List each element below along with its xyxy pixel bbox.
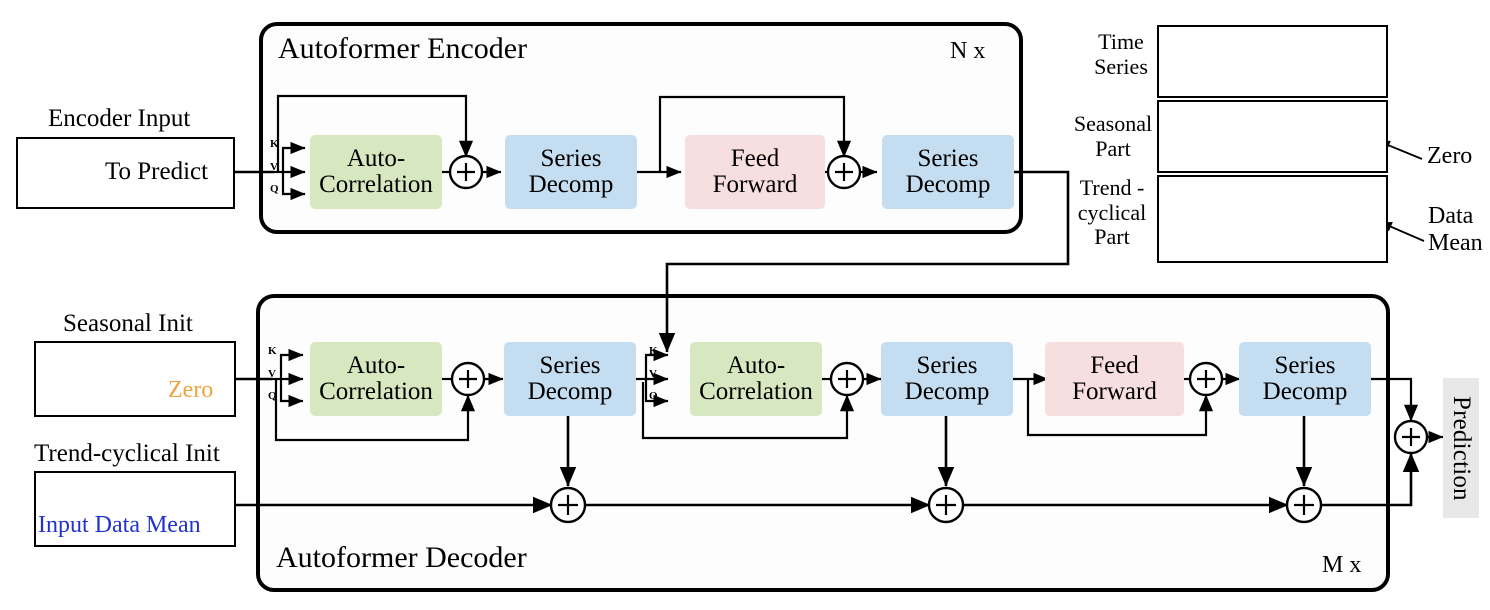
- data-mean-annotation: Data Mean: [1428, 203, 1490, 257]
- trend-init-mean-annotation: Input Data Mean: [38, 512, 201, 538]
- zero-annotation: Zero: [1427, 143, 1473, 169]
- panel-label-line-2: -cyclical: [1077, 175, 1147, 225]
- encoder-feed-forward-block[interactable]: Feed Forward: [685, 135, 825, 209]
- decoder-auto-correlation-block-1[interactable]: Auto- Correlation: [310, 342, 442, 416]
- decoder-add-3: [1188, 361, 1224, 397]
- block-label-line-2: Decomp: [527, 378, 613, 405]
- data-mean-line-1: Data: [1428, 203, 1474, 229]
- seasonal-part-panel-box: [1157, 100, 1388, 173]
- decoder-key-label-2: K: [649, 345, 658, 357]
- decoder-trend-add-1: [549, 486, 587, 524]
- block-label-line-2: Correlation: [699, 378, 813, 405]
- encoder-series-decomp-block-1[interactable]: Series Decomp: [505, 135, 637, 209]
- block-label-line-2: Decomp: [904, 378, 990, 405]
- decoder-series-decomp-block-2[interactable]: Series Decomp: [881, 342, 1013, 416]
- panel-label-line-2: Part: [1095, 135, 1131, 161]
- encoder-value-label: V: [270, 161, 279, 173]
- panel-label-line-1: Trend: [1079, 175, 1132, 200]
- trend-init-label: Trend-cyclical Init: [34, 440, 220, 467]
- decoder-query-label-1: Q: [268, 390, 277, 402]
- decoder-value-label-2: V: [649, 368, 658, 380]
- block-label-line-1: Auto-: [346, 144, 406, 172]
- encoder-add-1: [448, 154, 484, 190]
- decoder-series-decomp-block-3[interactable]: Series Decomp: [1239, 342, 1371, 416]
- decoder-title: Autoformer Decoder: [276, 541, 527, 574]
- encoder-key-label: K: [270, 138, 279, 150]
- block-label-line-2: Decomp: [1262, 378, 1348, 405]
- encoder-input-label: Encoder Input: [48, 105, 191, 132]
- block-label-line-2: Forward: [712, 171, 798, 198]
- panel-label-time-series: Time Series: [1086, 29, 1156, 79]
- data-mean-line-2: Mean: [1428, 229, 1483, 256]
- block-label-line-2: Decomp: [528, 171, 614, 198]
- decoder-series-decomp-block-1[interactable]: Series Decomp: [504, 342, 636, 416]
- decoder-query-label-2: Q: [649, 390, 658, 402]
- block-label-line-2: Correlation: [319, 378, 433, 405]
- encoder-auto-correlation-block[interactable]: Auto- Correlation: [310, 135, 442, 209]
- block-label-line-1: Feed: [1090, 351, 1139, 379]
- encoder-input-box: [16, 137, 235, 209]
- encoder-add-2: [826, 154, 862, 190]
- panel-label-trend-cyclical-part: Trend -cyclical Part: [1066, 175, 1158, 250]
- block-label-line-1: Series: [1274, 351, 1336, 379]
- decoder-repeat-count: M x: [1322, 552, 1362, 578]
- decoder-key-label-1: K: [268, 345, 277, 357]
- block-label-line-2: Decomp: [905, 171, 991, 198]
- encoder-series-decomp-block-2[interactable]: Series Decomp: [882, 135, 1014, 209]
- decoder-auto-correlation-block-2[interactable]: Auto- Correlation: [690, 342, 822, 416]
- decoder-add-2: [829, 361, 865, 397]
- seasonal-init-box: [34, 341, 236, 417]
- block-label-line-1: Auto-: [726, 351, 786, 379]
- panel-label-line-1: Time: [1098, 29, 1144, 54]
- block-label-line-1: Series: [916, 351, 978, 379]
- encoder-repeat-count: N x: [950, 38, 986, 64]
- decoder-add-1: [450, 361, 486, 397]
- block-label-line-2: Correlation: [319, 171, 433, 198]
- trend-init-box: [34, 471, 236, 547]
- seasonal-init-label: Seasonal Init: [63, 310, 193, 337]
- encoder-title: Autoformer Encoder: [278, 32, 528, 65]
- encoder-query-label: Q: [270, 183, 279, 195]
- decoder-trend-add-2: [927, 486, 965, 524]
- encoder-input-to-predict-text: To Predict: [105, 158, 209, 185]
- panel-label-seasonal-part: Seasonal Part: [1068, 111, 1158, 161]
- prediction-output-label: Prediction: [1443, 378, 1479, 518]
- block-label-line-1: Series: [539, 351, 601, 379]
- decoder-output-add: [1393, 419, 1429, 455]
- decoder-feed-forward-block[interactable]: Feed Forward: [1045, 342, 1184, 416]
- block-label-line-1: Feed: [730, 144, 780, 172]
- seasonal-init-zero-annotation: Zero: [168, 377, 214, 403]
- decoder-trend-add-3: [1285, 486, 1323, 524]
- time-series-panel-box: [1157, 25, 1388, 98]
- panel-label-line-3: Part: [1094, 224, 1130, 250]
- block-label-line-2: Forward: [1072, 378, 1157, 405]
- block-label-line-1: Series: [540, 144, 602, 172]
- block-label-line-1: Auto-: [346, 351, 406, 379]
- panel-label-line-2: Series: [1094, 53, 1148, 79]
- decoder-value-label-1: V: [268, 368, 277, 380]
- trend-cyclical-panel-box: [1157, 175, 1388, 263]
- block-label-line-1: Series: [917, 144, 979, 172]
- panel-label-line-1: Seasonal: [1073, 111, 1153, 136]
